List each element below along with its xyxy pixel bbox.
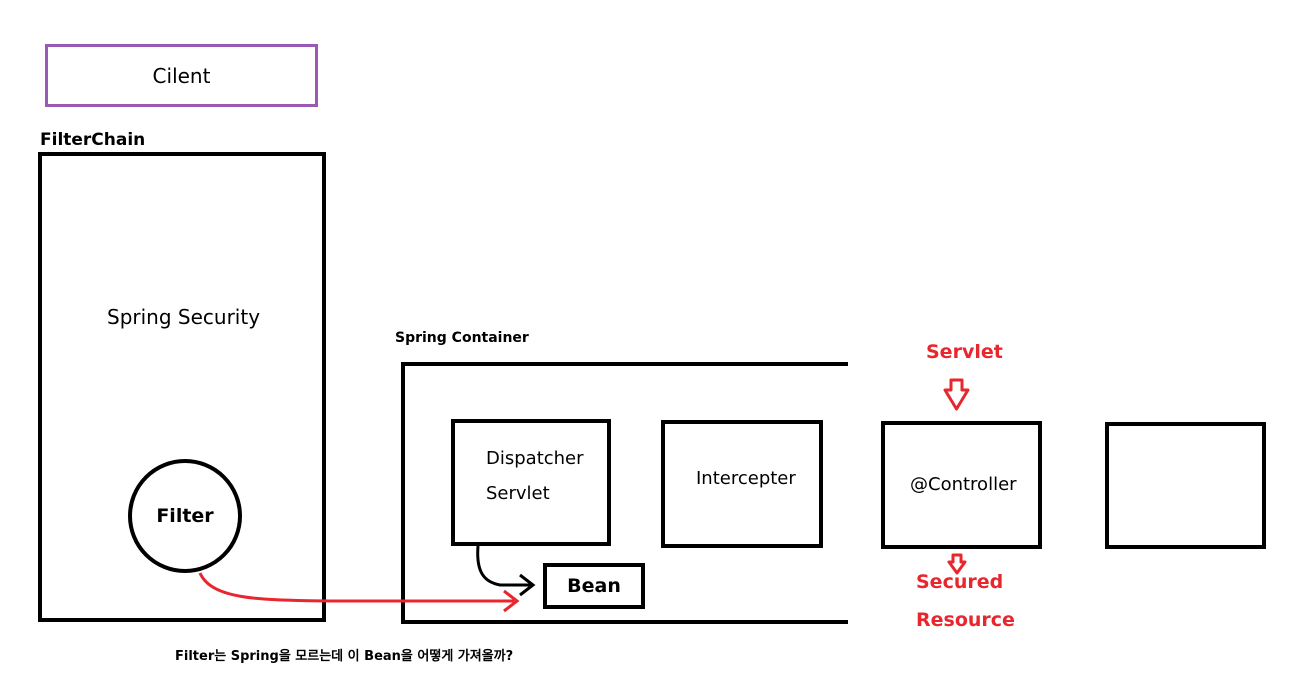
interceptor-label: Intercepter (696, 468, 796, 489)
filter-label: Filter (156, 505, 214, 527)
bean-label: Bean (567, 575, 621, 597)
client-label: Cilent (152, 63, 211, 88)
servlet-annotation: Servlet (926, 341, 1003, 363)
filter-to-bean-arrowhead (503, 589, 520, 613)
client-box: Cilent (45, 44, 318, 107)
bean-box: Bean (543, 563, 645, 609)
spring-security-label: Spring Security (107, 305, 261, 329)
controller-label: @Controller (910, 474, 1017, 495)
empty-box (1105, 422, 1266, 549)
spring-container-title: Spring Container (395, 330, 529, 346)
controller-box (881, 421, 1042, 549)
dispatcher-to-bean-arrowhead (519, 573, 536, 597)
dispatcher-to-bean-arrow (476, 545, 532, 587)
filterchain-box (38, 152, 326, 622)
secured-annotation-line2: Resource (916, 609, 1015, 631)
servlet-down-arrow-icon (943, 378, 970, 411)
filter-node: Filter (128, 459, 242, 573)
filterchain-title: FilterChain (40, 130, 146, 150)
dispatcher-label-line1: Dispatcher (486, 448, 584, 469)
secured-annotation-line1: Secured (916, 571, 1004, 593)
dispatcher-label-line2: Servlet (486, 483, 550, 504)
question-caption: Filter는 Spring을 모르는데 이 Bean을 어떻게 가져올까? (175, 649, 514, 664)
